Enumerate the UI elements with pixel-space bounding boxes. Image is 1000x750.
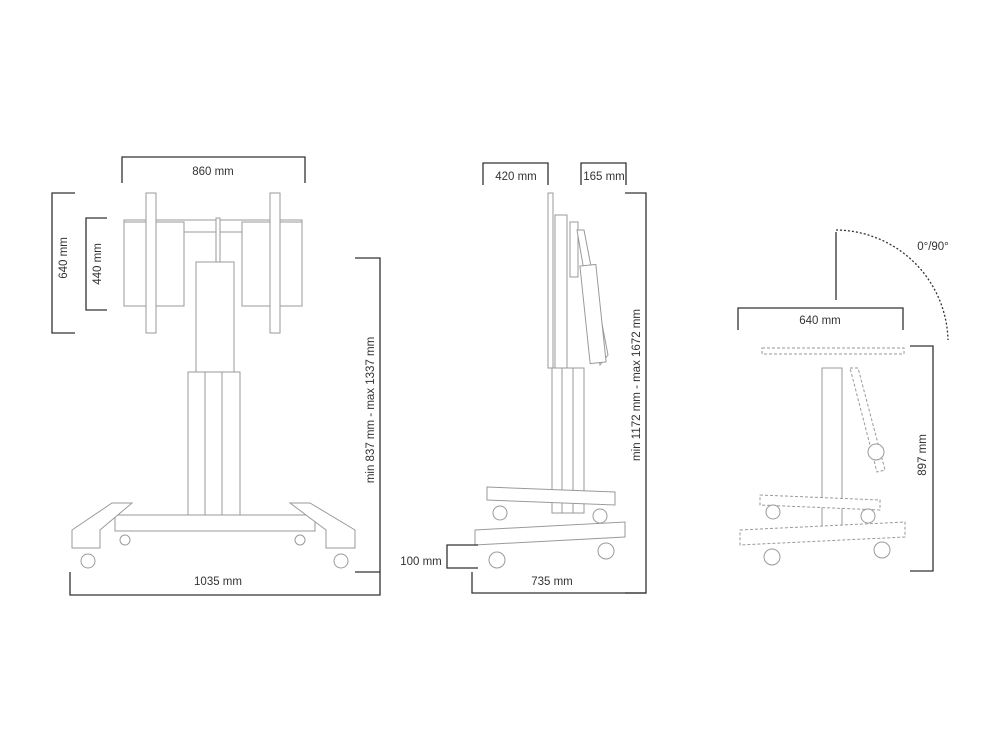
tilt-width-dimension: 640 mm xyxy=(737,307,904,330)
front-outer-height-label: 640 mm xyxy=(58,237,70,279)
tilt-rotation-indicator: 0°/90° xyxy=(835,229,949,341)
side-view-drawing xyxy=(474,192,626,569)
tilt-height-dimension: 897 mm xyxy=(910,345,934,572)
front-view-drawing xyxy=(71,192,356,569)
side-depth-label: 420 mm xyxy=(495,171,537,183)
side-offset-dimension: 165 mm xyxy=(580,162,627,185)
front-height-range-label: min 837 mm - max 1337 mm xyxy=(365,337,377,483)
side-base-depth-label: 735 mm xyxy=(531,576,573,588)
tilt-height-label: 897 mm xyxy=(917,434,929,476)
side-height-range-label: min 1172 mm - max 1672 mm xyxy=(631,309,643,461)
side-depth-dimension: 420 mm xyxy=(482,162,549,185)
front-inner-height-label: 440 mm xyxy=(92,243,104,285)
front-base-width-label: 1035 mm xyxy=(194,576,242,588)
front-outer-height-dimension: 640 mm xyxy=(51,192,75,334)
side-height-range-dimension: min 1172 mm - max 1672 mm xyxy=(625,192,647,594)
side-base-depth-dimension: 735 mm xyxy=(471,572,646,594)
side-offset-label: 165 mm xyxy=(583,171,625,183)
side-clearance-dimension: 100 mm xyxy=(400,544,478,569)
tilt-rotation-label: 0°/90° xyxy=(917,241,949,253)
side-clearance-label: 100 mm xyxy=(400,556,442,568)
front-inner-height-dimension: 440 mm xyxy=(85,217,107,311)
tilt-view-drawing xyxy=(739,347,906,566)
tilt-width-label: 640 mm xyxy=(799,315,841,327)
front-width-dimension: 860 mm xyxy=(121,156,306,183)
front-height-range-dimension: min 837 mm - max 1337 mm xyxy=(355,257,381,573)
front-width-label: 860 mm xyxy=(192,166,234,178)
front-base-width-dimension: 1035 mm xyxy=(69,572,381,596)
